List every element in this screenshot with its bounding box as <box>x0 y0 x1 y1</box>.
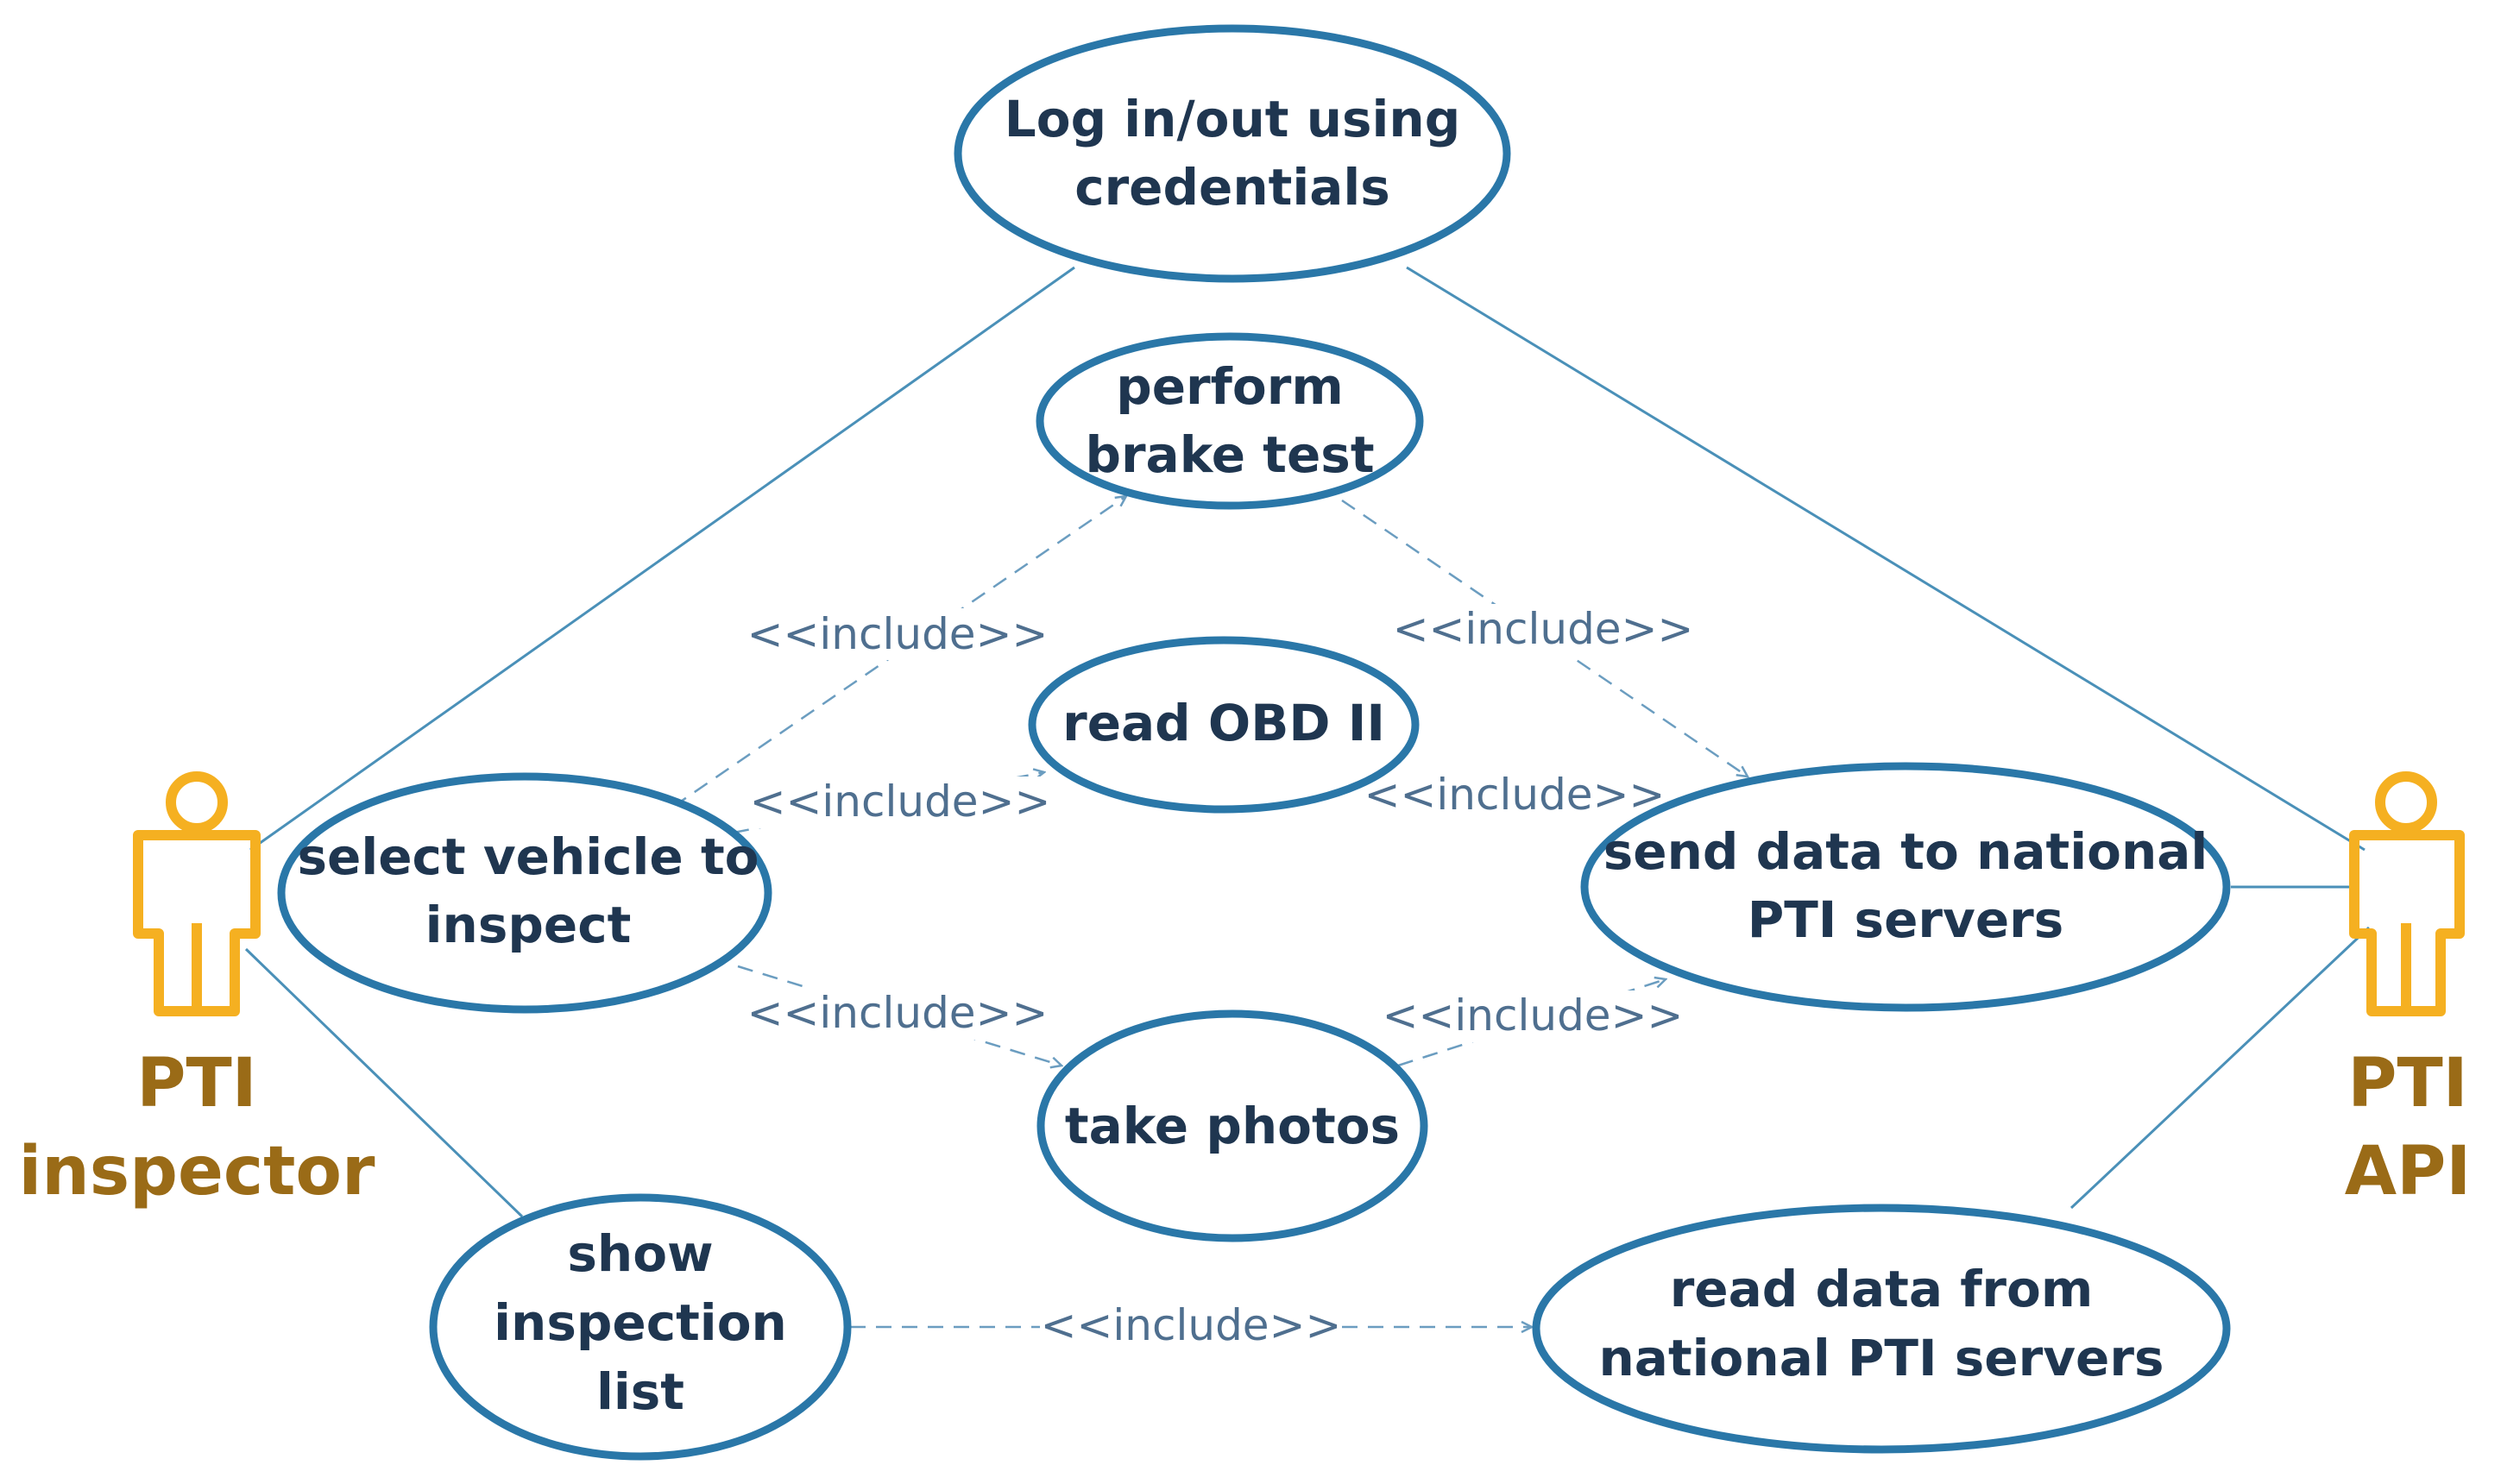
usecase-send-line1: send data to national <box>1603 822 2208 881</box>
actor-inspector-line2: inspector <box>18 1133 375 1210</box>
assoc-inspector-login <box>249 266 1075 852</box>
actor-pti-api[interactable]: PTI API <box>2345 771 2472 1210</box>
actor-api-line1: PTI <box>2347 1045 2467 1122</box>
usecase-select-line1: select vehicle to <box>297 827 759 886</box>
usecase-select[interactable]: select vehicle to inspect <box>277 772 772 1014</box>
include-label-photos-send: <<include>> <box>1383 990 1684 1041</box>
usecase-showlist[interactable]: show inspection list <box>429 1193 852 1461</box>
include-label-select-brake: <<include>> <box>747 609 1049 659</box>
usecase-brake-line1: perform <box>1116 357 1344 416</box>
usecase-obd[interactable]: read OBD II <box>1028 636 1420 814</box>
usecase-obd-line1: read OBD II <box>1062 694 1385 752</box>
include-label-brake-send: <<include>> <box>1393 604 1694 654</box>
person-icon <box>2349 771 2465 1016</box>
usecase-photos[interactable]: take photos <box>1036 1009 1428 1242</box>
include-label-select-obd: <<include>> <box>750 777 1051 827</box>
include-label-showlist-readdata: <<include>> <box>1041 1300 1342 1350</box>
assoc-inspector-showlist <box>244 947 524 1218</box>
usecase-photos-line1: take photos <box>1065 1097 1400 1155</box>
usecase-showlist-line1: show <box>567 1224 713 1283</box>
actor-api-line2: API <box>2345 1133 2472 1210</box>
actor-inspector-line1: PTI <box>136 1045 256 1122</box>
person-icon <box>133 771 261 1016</box>
usecase-send-line2: PTI servers <box>1748 890 2064 949</box>
actor-pti-inspector[interactable]: PTI inspector <box>18 771 375 1210</box>
usecase-select-line2: inspect <box>425 896 632 954</box>
usecase-login-line2: credentials <box>1074 158 1390 217</box>
usecase-readdata-line2: national PTI servers <box>1599 1329 2164 1387</box>
associations <box>244 266 2371 1218</box>
include-label-select-photos: <<include>> <box>747 988 1049 1038</box>
usecase-showlist-line2: inspection <box>494 1293 787 1352</box>
usecase-readdata[interactable]: read data from national PTI servers <box>1532 1204 2231 1454</box>
include-labels: <<include>> <<include>> <<include>> <<in… <box>742 604 1696 1353</box>
usecase-showlist-line3: list <box>596 1362 684 1421</box>
include-label-obd-send: <<include>> <box>1364 770 1666 820</box>
usecase-login-line1: Log in/out using <box>1005 90 1460 148</box>
usecase-brake[interactable]: perform brake test <box>1036 332 1424 510</box>
assoc-api-login <box>1406 266 2366 852</box>
usecase-login[interactable]: Log in/out using credentials <box>954 24 1511 283</box>
use-cases: Log in/out using credentials perform bra… <box>277 24 2231 1461</box>
include-select-brake <box>672 496 1126 808</box>
usecase-brake-line2: brake test <box>1085 425 1374 484</box>
usecase-send[interactable]: send data to national PTI servers <box>1580 762 2231 1012</box>
usecase-readdata-line1: read data from <box>1670 1260 2094 1318</box>
assoc-api-readdata <box>2069 926 2371 1210</box>
